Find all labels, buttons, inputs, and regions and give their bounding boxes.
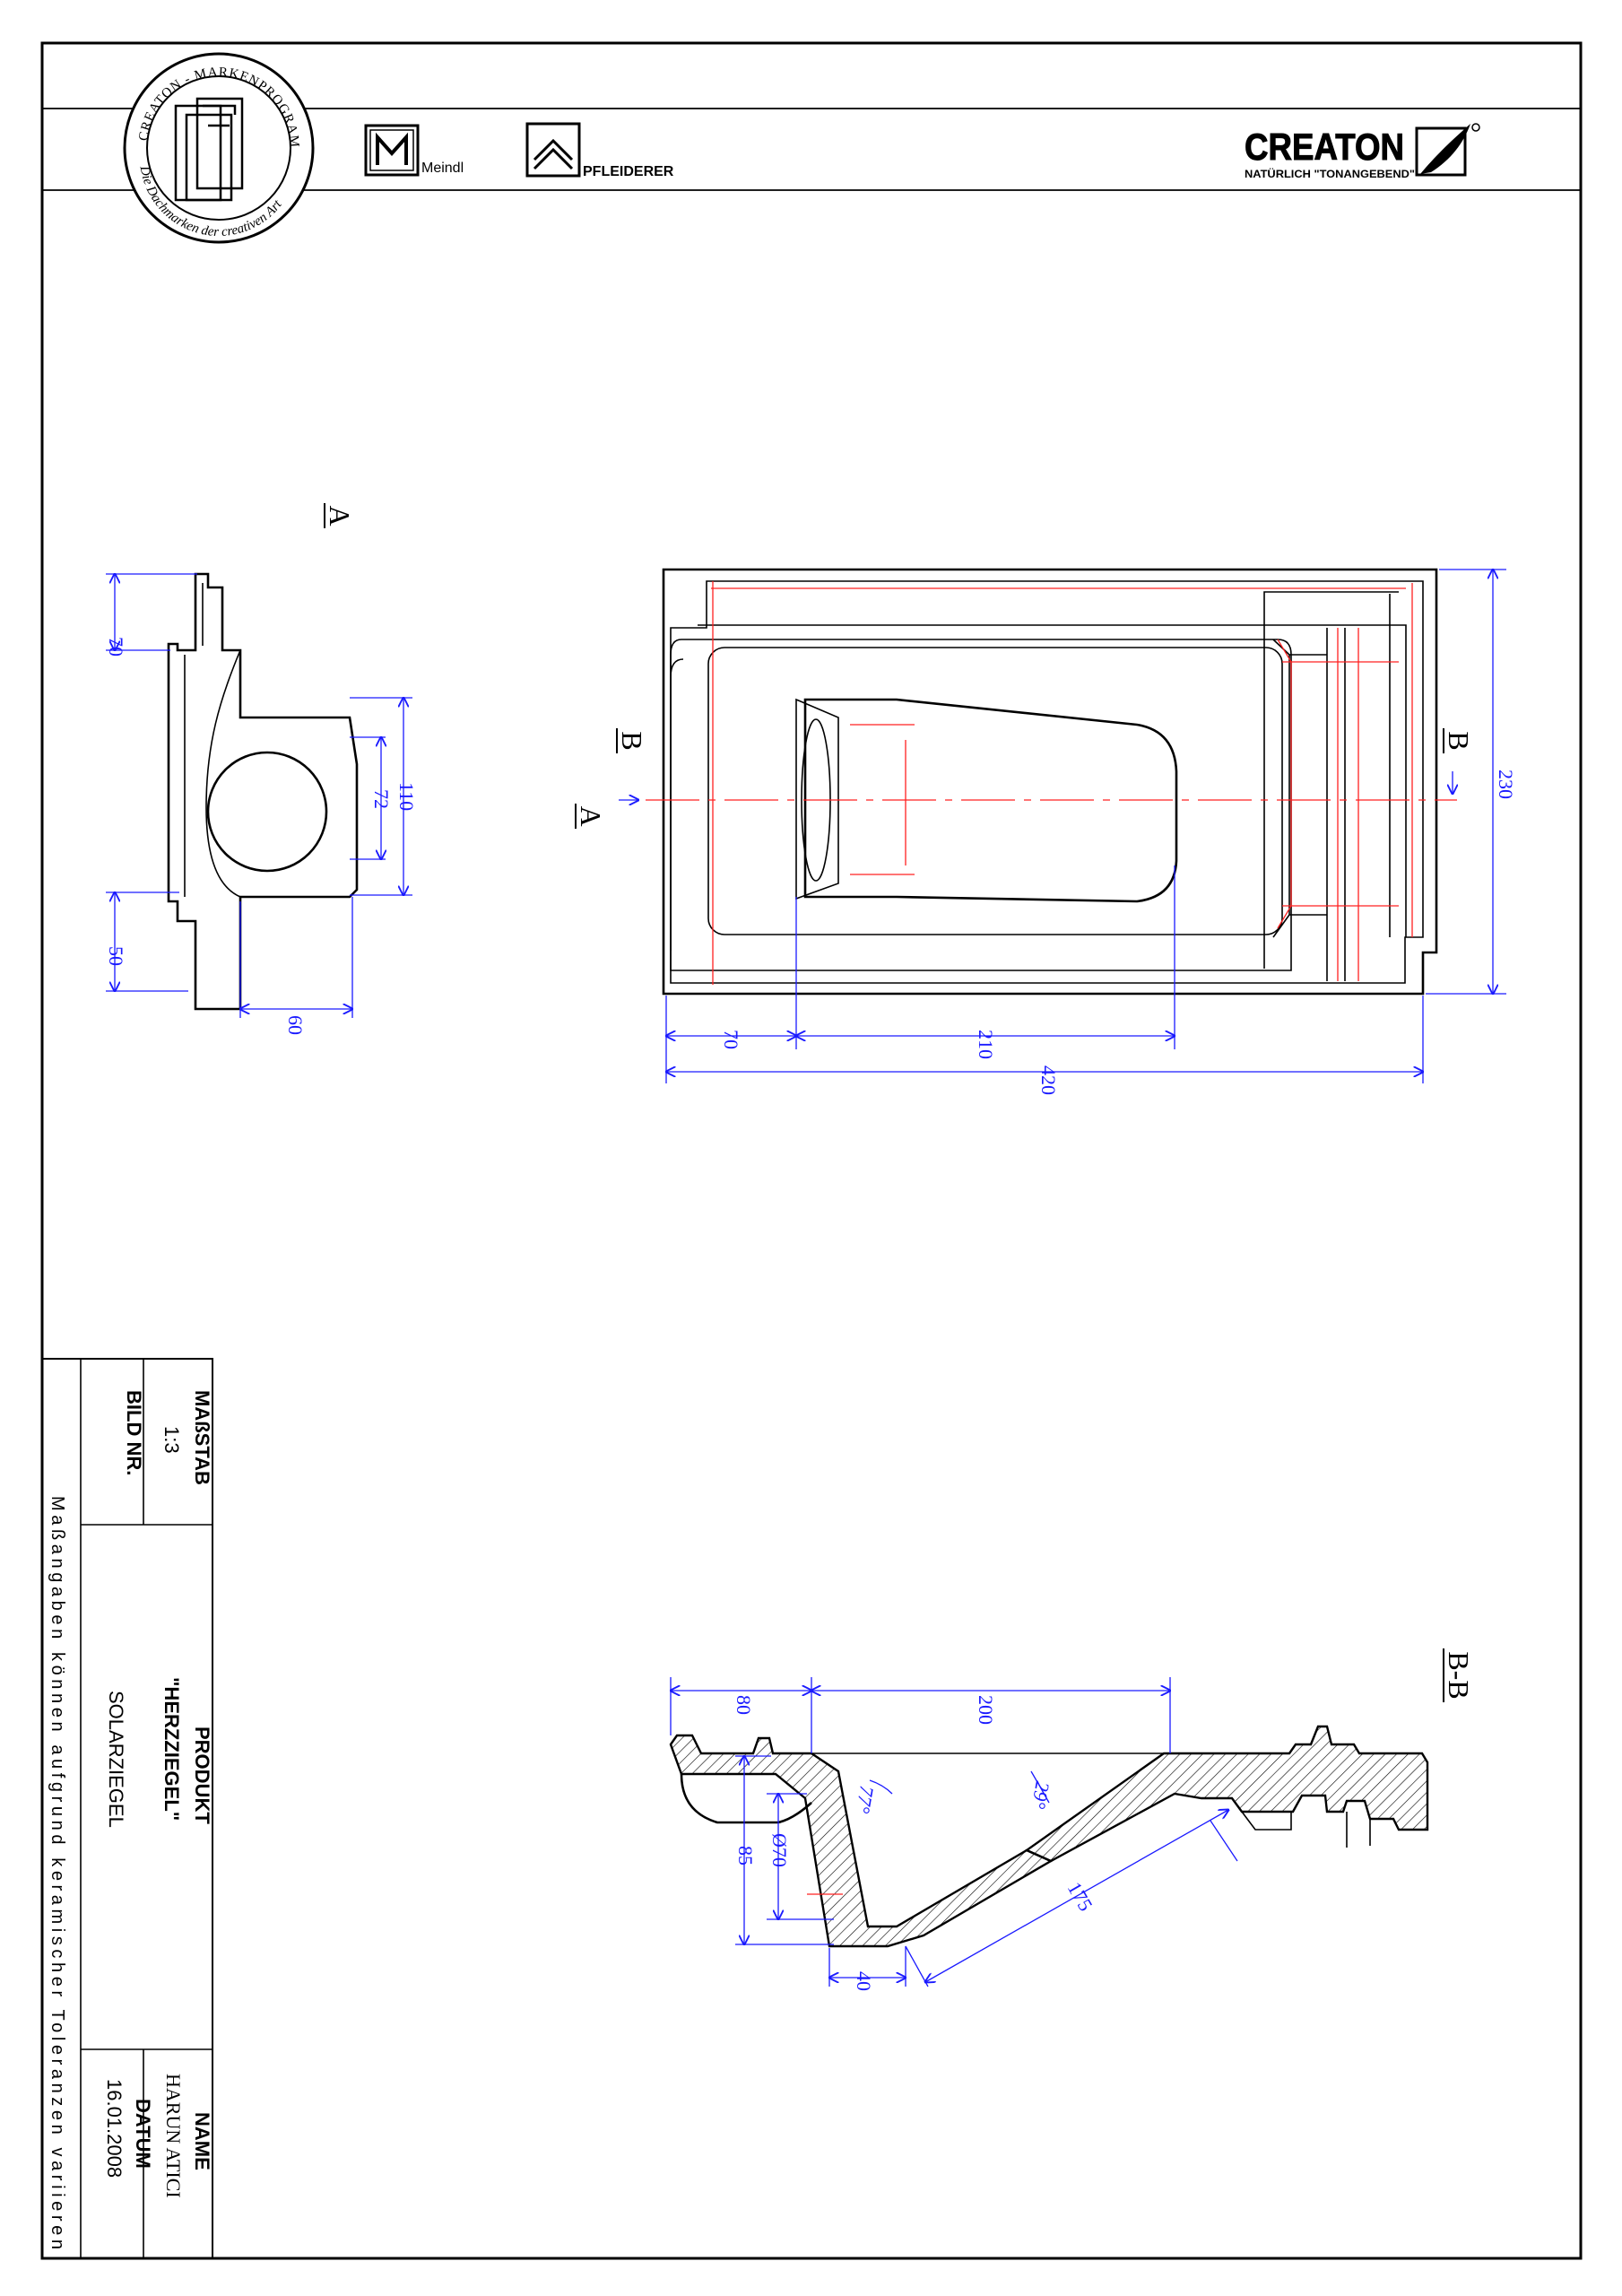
view-label-bb: B-B — [1443, 1648, 1475, 1702]
svg-text:A: A — [575, 805, 607, 826]
svg-text:B: B — [1443, 731, 1475, 750]
svg-text:A: A — [324, 505, 356, 526]
svg-text:B-B: B-B — [1443, 1651, 1475, 1699]
dim-section-left: 80 — [733, 1695, 755, 1715]
dim-section-angle-right: 29° — [1028, 1779, 1054, 1811]
title-block: MAßSTAB 1:3 BILD NR. PRODUKT "HERZZIEGEL… — [41, 1358, 213, 2259]
name-label: NAME — [191, 2112, 213, 2170]
drawing-frame — [40, 41, 1583, 2260]
dim-section-middle: 200 — [975, 1695, 997, 1725]
view-label-a-side: A — [324, 503, 356, 528]
view-label-b-right: B — [1443, 728, 1475, 753]
dim-section-diameter: Ø70 — [768, 1833, 791, 1867]
view-label-b-left: B — [616, 728, 648, 753]
plan-view-hidden-lines — [646, 581, 1457, 985]
part-name: SOLARZIEGEL — [105, 1691, 127, 1828]
section-bb-dimensions: 80 200 77° 29° Ø70 85 40 175 — [671, 1677, 1238, 1991]
scale-value: 1:3 — [160, 1426, 183, 1454]
dim-side-top: 70 — [105, 637, 127, 657]
dim-plan-overall-width: 230 — [1495, 770, 1517, 799]
image-no-label: BILD NR. — [123, 1390, 145, 1475]
meindl-label: Meindl — [421, 161, 464, 176]
pfleiderer-logo: PFLEIDERER — [525, 122, 674, 179]
feather-icon — [1420, 124, 1470, 174]
date-value: 16.01.2008 — [103, 2079, 126, 2178]
dim-side-depth: 60 — [284, 1015, 307, 1035]
dim-section-height: 85 — [734, 1846, 757, 1866]
tolerance-note: Maßangaben können aufgrund keramischer T… — [48, 1496, 67, 2249]
dim-section-base: 40 — [853, 1971, 875, 1991]
dim-section-angle-left: 77° — [852, 1784, 879, 1815]
dim-plan-opening-length: 210 — [975, 1030, 997, 1059]
creaton-logo: CREATON NATÜRLICH "TONANGEBEND" — [1245, 123, 1480, 180]
dim-side-outer: 110 — [395, 782, 418, 811]
scale-label: MAßSTAB — [191, 1390, 213, 1485]
creaton-wordmark: CREATON — [1245, 126, 1404, 168]
creaton-seal: CREATON - MARKENPROGRAMM Die Dachmarken … — [0, 0, 315, 244]
side-view — [167, 572, 359, 1011]
side-view-dimensions: 70 50 72 110 60 — [105, 574, 418, 1035]
plan-view-dimensions: 70 210 420 230 — [619, 570, 1517, 1095]
dim-side-opening: 72 — [370, 789, 393, 809]
pfleiderer-label: PFLEIDERER — [583, 164, 674, 179]
meindl-logo: Meindl — [364, 124, 464, 177]
dim-plan-offset: 70 — [720, 1030, 742, 1049]
product-value: "HERZZIEGEL" — [160, 1677, 183, 1821]
product-label: PRODUKT — [191, 1726, 213, 1824]
dim-section-slope: 175 — [1063, 1878, 1097, 1915]
view-label-a-cut: A — [575, 804, 607, 829]
creaton-slogan: NATÜRLICH "TONANGEBEND" — [1245, 167, 1415, 180]
svg-text:B: B — [616, 731, 648, 750]
seal-emblem-icon — [174, 97, 244, 202]
dim-plan-overall-length: 420 — [1037, 1065, 1060, 1095]
date-label: DATUM — [132, 2099, 154, 2169]
name-value: HARUN ATICI — [162, 2074, 185, 2198]
plan-view — [662, 568, 1438, 996]
dim-side-bottom: 50 — [105, 946, 127, 966]
